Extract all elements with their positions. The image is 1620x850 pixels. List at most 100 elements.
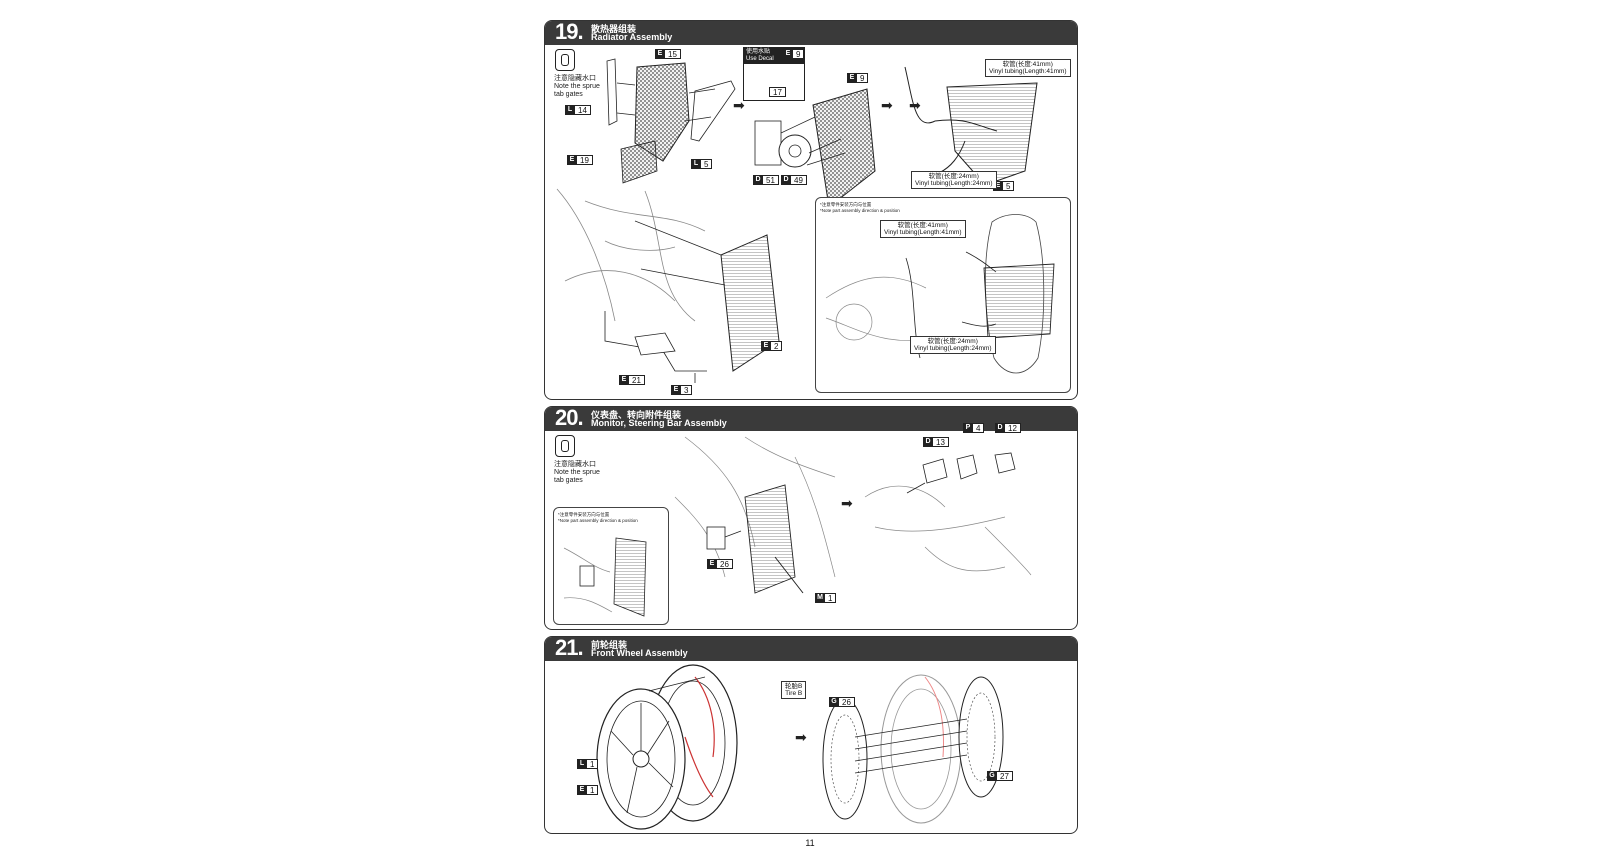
part-letter: M — [815, 593, 825, 603]
sprue-note-cn: 注意隐藏水口 — [554, 461, 596, 468]
part-letter: G — [987, 771, 997, 781]
part-number: 2 — [771, 341, 783, 351]
step-title-cn: 仪表盘、转向附件组装 — [591, 410, 682, 420]
tube-en: Vinyl tubing(Length:24mm) — [914, 345, 992, 352]
step-21-panel: 21. 前轮组装 Front Wheel Assembly ➡ 轮胎B — [544, 636, 1078, 834]
step-21-header: 21. 前轮组装 Front Wheel Assembly — [545, 637, 1077, 661]
part-number: 1 — [587, 759, 599, 769]
direction-detail-box: *注意零件安装方向与位置 *Note part assembly directi… — [553, 507, 669, 625]
part-letter: D — [923, 437, 933, 447]
decal-cn: 使用水贴 — [746, 49, 771, 55]
part-letter: L — [577, 759, 587, 769]
detail-tube-label-24mm: 软管(长度:24mm) Vinyl tubing(Length:24mm) — [910, 336, 996, 354]
tube-en: Vinyl tubing(Length:24mm) — [915, 180, 993, 187]
detail-motorcycle-front-diagram — [825, 214, 1055, 374]
sprue-gate-icon — [555, 435, 575, 457]
next-arrow-icon: ➡ — [733, 97, 745, 113]
part-letter: L — [565, 105, 575, 115]
part-letter: E — [993, 181, 1003, 191]
front-wheel-diagram — [596, 664, 1004, 830]
direction-note-cn: *注意零件安装方向与位置 — [558, 512, 610, 517]
part-number: 13 — [933, 437, 949, 447]
part-number: 1 — [825, 593, 837, 603]
next-arrow-icon: ➡ — [841, 495, 853, 511]
step-number: 21. — [555, 636, 584, 660]
part-letter: L — [691, 159, 701, 169]
part-number: 15 — [665, 49, 681, 59]
part-letter: E — [783, 49, 793, 59]
part-letter: G — [829, 697, 839, 707]
part-number: 9 — [857, 73, 869, 83]
sprue-note-en-1: Note the sprue — [554, 469, 600, 476]
part-number: 3 — [681, 385, 693, 395]
part-number: 14 — [575, 105, 591, 115]
part-number: 1 — [587, 785, 599, 795]
direction-note-cn: *注意零件安装方向与位置 — [820, 202, 872, 207]
direction-note: *注意零件安装方向与位置 *Note part assembly directi… — [820, 202, 900, 213]
step-19-header: 19. 散热器组装 Radiator Assembly — [545, 21, 1077, 45]
part-number: 5 — [701, 159, 713, 169]
sprue-note-en-2: tab gates — [554, 91, 583, 98]
decal-en: Use Decal — [746, 56, 774, 62]
sprue-note-cn: 注意隐藏水口 — [554, 75, 596, 82]
part-number: 49 — [791, 175, 807, 185]
part-letter: D — [781, 175, 791, 185]
tube-label-24mm: 软管(长度:24mm) Vinyl tubing(Length:24mm) — [911, 171, 997, 189]
step-title-en: Monitor, Steering Bar Assembly — [591, 418, 727, 428]
monitor-steering-diagram — [674, 436, 1032, 594]
part-number: 9 — [793, 49, 805, 59]
direction-detail-box: *注意零件安装方向与位置 *Note part assembly directi… — [815, 197, 1071, 393]
tube-cn: 软管(长度:41mm) — [1002, 61, 1053, 68]
tube-cn: 软管(长度:24mm) — [928, 173, 979, 180]
next-arrow-icon: ➡ — [909, 97, 921, 113]
part-letter: D — [995, 423, 1005, 433]
step-title-en: Front Wheel Assembly — [591, 648, 688, 658]
step-20-panel: 20. 仪表盘、转向附件组装 Monitor, Steering Bar Ass… — [544, 406, 1078, 630]
tube-cn: 软管(长度:41mm) — [897, 222, 948, 229]
direction-note-en: *Note part assembly direction & position — [820, 208, 900, 213]
part-letter: E — [847, 73, 857, 83]
tube-en: Vinyl tubing(Length:41mm) — [884, 229, 962, 236]
step-19-panel: 19. 散热器组装 Radiator Assembly 注意隐藏水口 Note … — [544, 20, 1078, 400]
part-number: 51 — [763, 175, 779, 185]
part-number: 17 — [769, 87, 786, 97]
part-letter: E — [671, 385, 681, 395]
tire-en: Tire B — [785, 690, 803, 697]
tube-cn: 软管(长度:24mm) — [927, 338, 978, 345]
sprue-note-en-1: Note the sprue — [554, 83, 600, 90]
step-number: 20. — [555, 406, 584, 430]
part-letter: E — [761, 341, 771, 351]
sprue-note: 注意隐藏水口 Note the sprue tab gates — [554, 75, 600, 99]
tire-label: 轮胎B Tire B — [781, 681, 807, 699]
detail-tube-label-41mm: 软管(长度:41mm) Vinyl tubing(Length:41mm) — [880, 220, 966, 238]
part-number: 4 — [973, 423, 985, 433]
part-number: 26 — [717, 559, 733, 569]
part-letter: E — [655, 49, 665, 59]
step-title-cn: 散热器组装 — [591, 24, 637, 34]
part-number: 19 — [577, 155, 593, 165]
part-letter: E — [707, 559, 717, 569]
direction-note-en: *Note part assembly direction & position — [558, 518, 638, 523]
step-title-cn: 前轮组装 — [591, 640, 628, 650]
part-number: 21 — [629, 375, 645, 385]
part-letter: E — [567, 155, 577, 165]
direction-note: *注意零件安装方向与位置 *Note part assembly directi… — [558, 512, 638, 523]
page-number: 11 — [805, 838, 815, 848]
